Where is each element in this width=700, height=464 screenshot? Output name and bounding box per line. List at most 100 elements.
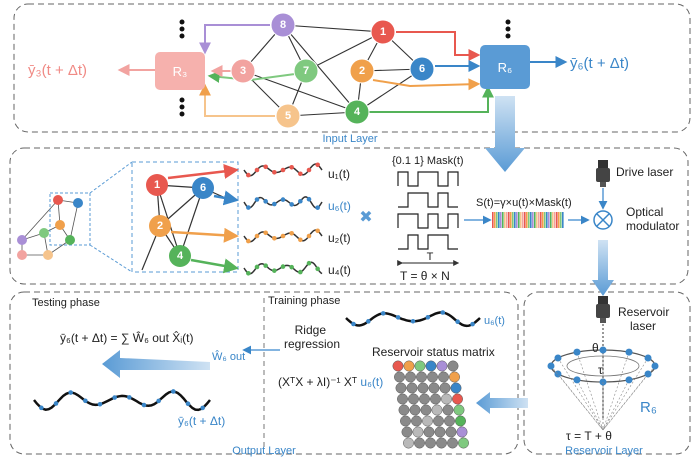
u2-arrow <box>170 227 239 243</box>
matrix-cell <box>416 371 427 383</box>
wave-dot <box>112 395 117 400</box>
strip-bar <box>562 212 564 228</box>
node-label-4: 4 <box>354 106 361 118</box>
virtual-node <box>644 370 652 378</box>
wave-dot <box>68 390 73 395</box>
svg-text:4: 4 <box>177 250 184 262</box>
matrix-cell <box>425 437 436 449</box>
tau-formula: τ = T + θ <box>566 429 612 443</box>
wave-dot <box>315 228 320 234</box>
matrix-cell <box>401 426 413 438</box>
strip-bar <box>520 212 522 228</box>
matrix-cell <box>445 426 457 438</box>
strip-bar <box>556 212 558 228</box>
ring-ray <box>602 352 630 431</box>
edge-4-to-r6 <box>369 85 494 113</box>
wave-dot <box>254 167 260 173</box>
input-layer-title: Input Layer <box>322 133 377 145</box>
strip-bar <box>530 212 532 228</box>
matrix-cell <box>434 426 446 438</box>
matrix-cell <box>452 393 463 405</box>
node-4 <box>344 99 370 125</box>
wave-dot <box>246 238 251 244</box>
r6-reservoir-label: R₆ <box>640 399 657 416</box>
wave-dot <box>280 264 286 269</box>
matrix-cell <box>403 360 415 372</box>
training-wave <box>345 310 481 328</box>
matrix-cell <box>438 371 449 383</box>
u6-arrow <box>213 190 239 206</box>
strip-bar <box>550 212 552 228</box>
signal-waves <box>243 162 323 276</box>
wave-dot <box>289 164 294 170</box>
node-label-2: 2 <box>359 65 365 77</box>
node-label-3: 3 <box>240 65 246 77</box>
strip-bar <box>508 212 510 228</box>
virtual-node <box>625 348 633 356</box>
r6-label: R₆ <box>498 60 513 75</box>
wave-dot <box>380 311 386 316</box>
wave-dot <box>156 398 161 404</box>
ring-ray <box>602 357 649 431</box>
drive-laser-label: Drive laser <box>616 165 673 179</box>
node-8 <box>270 12 296 38</box>
signal-u1-label: u₁(t) <box>328 167 350 181</box>
theta-label: θ <box>592 341 599 355</box>
ellipsis-dots <box>179 19 511 117</box>
wave-dot <box>289 264 294 270</box>
w-out-label: Ŵ₆ out <box>212 350 245 363</box>
mini-nodes <box>17 195 83 260</box>
strip-bar <box>504 212 506 228</box>
strip-bar <box>498 212 500 228</box>
wave-dot <box>425 314 431 320</box>
node-1 <box>370 19 396 45</box>
strip-bar <box>526 212 528 228</box>
virtual-node <box>625 376 633 384</box>
matrix-cell <box>450 382 462 394</box>
matrix-cell <box>449 371 460 383</box>
wave-dot <box>410 318 416 324</box>
strip-bar <box>542 212 544 228</box>
matrix-cell <box>436 360 448 372</box>
node-6 <box>409 56 435 82</box>
strip-bar <box>516 212 518 228</box>
node-label-7: 7 <box>303 65 309 77</box>
wave-dot <box>246 172 251 178</box>
reservoir-status-matrix <box>392 360 469 449</box>
mask-row <box>398 192 458 208</box>
node-5 <box>275 103 301 129</box>
ridge-regression-label: Ridge regression <box>284 323 340 351</box>
matrix-cell <box>447 437 458 449</box>
strip-bar <box>524 212 526 228</box>
wave-dot <box>298 237 303 243</box>
matrix-cell <box>403 437 414 449</box>
matrix-cell <box>405 371 416 383</box>
matrix-cell <box>395 382 407 394</box>
mini-network <box>21 199 79 256</box>
strip-bar <box>496 212 498 228</box>
node-label-8: 8 <box>280 19 286 31</box>
matrix-cell <box>411 415 422 427</box>
wave-dot <box>306 260 312 266</box>
wave-dot <box>280 167 286 173</box>
strip-bar <box>512 212 514 228</box>
r3-box <box>155 52 205 90</box>
virtual-node <box>554 354 562 362</box>
strip-bar <box>532 212 534 228</box>
test-prediction-label: ȳ₆(t + Δt) <box>178 414 225 428</box>
matrix-cell <box>441 393 452 405</box>
matrix-cell <box>419 393 430 405</box>
optical-modulator-icon <box>593 210 613 230</box>
strip-bar <box>554 212 556 228</box>
matrix-cell <box>447 360 459 372</box>
strip-bar <box>514 212 516 228</box>
y3-prediction: ȳ₃(t + Δt) <box>28 62 87 79</box>
matrix-cell <box>400 415 411 427</box>
strip-bar <box>502 212 504 228</box>
wave-dot <box>315 266 320 272</box>
wave-dot <box>127 395 132 400</box>
wave-dot <box>200 405 205 411</box>
edge-2-to-r6 <box>372 78 481 91</box>
testing-phase-label: Testing phase <box>32 297 100 309</box>
